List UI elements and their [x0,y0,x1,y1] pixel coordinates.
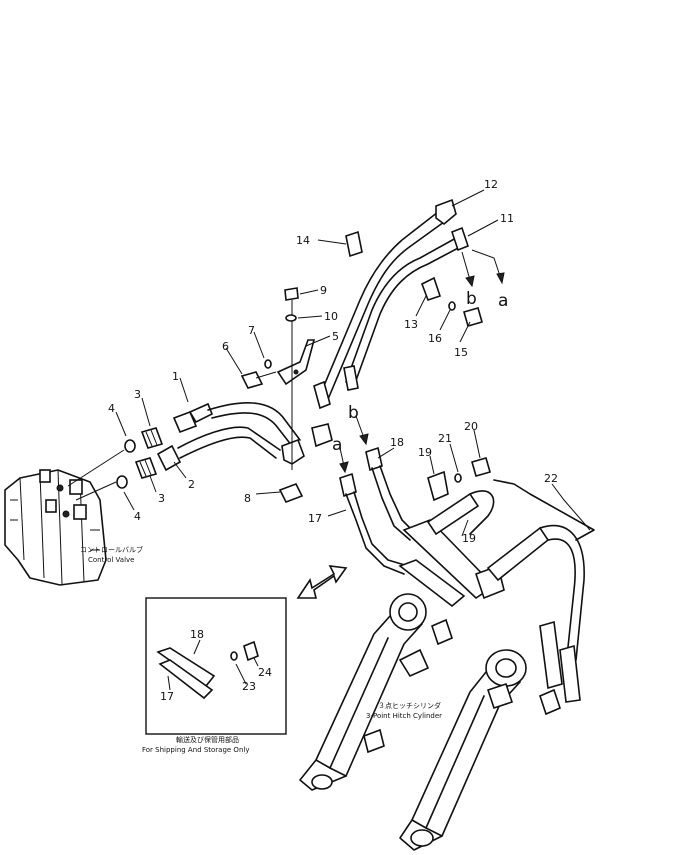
letter-a-mid: a [332,435,342,455]
callout-9: 9 [320,284,327,297]
long-tubes [313,211,463,410]
callout-21: 21 [438,432,452,445]
letter-b-top: b [466,289,477,309]
callout-1: 1 [172,370,179,383]
callout-3-upper: 3 [134,388,141,401]
callout-18: 18 [390,436,404,449]
callout-7: 7 [248,324,255,337]
leader-lines [115,189,591,691]
callout-17: 17 [308,512,322,525]
tee-block [398,519,505,608]
callout-6: 6 [222,340,229,353]
hose-1 [172,402,301,447]
hitch-cylinder-label-jp: ３点ヒッチシリンダ [378,701,441,710]
letter-a-top: a [498,291,508,311]
callout-19-lower: 19 [462,532,476,545]
o-ring-upper [124,439,136,453]
callout-5: 5 [332,330,339,343]
direction-arrow [296,565,348,599]
shipping-inset [145,597,287,735]
adapter-lower [134,457,158,479]
callout-15: 15 [454,346,468,359]
control-valve [4,469,107,586]
shipping-label-jp: 輸送及び保管用部品 [176,735,239,744]
callout-10: 10 [324,310,338,323]
callout-3-lower: 3 [158,492,165,505]
callout-2: 2 [188,478,195,491]
elbow-fitting-2 [311,423,333,448]
arrow-a-top [471,249,501,277]
elbow-fitting-1 [281,438,305,465]
callout-20: 20 [464,420,478,433]
callout-16: 16 [428,332,442,345]
bracket-5 [276,339,316,386]
bracket-19 [427,470,449,502]
hose-22 [493,479,595,703]
callout-13: 13 [404,318,418,331]
elbow-12 [435,198,457,226]
bolt-6 [240,371,264,389]
washer-10 [285,314,297,322]
bolt-15 [463,307,483,327]
control-valve-label-jp: コントロールバルブ [80,545,143,554]
inset-callout-18: 18 [190,628,204,641]
callout-19-upper: 19 [418,446,432,459]
clamp-8 [278,482,304,504]
callout-22: 22 [544,472,558,485]
o-ring-lower [116,475,128,489]
callout-14: 14 [296,234,310,247]
clamp-14 [345,230,363,258]
hose-19 [426,490,585,667]
callout-8: 8 [244,492,251,505]
callout-4-upper: 4 [108,402,115,415]
callout-11: 11 [500,212,514,225]
letter-b-mid: b [348,403,359,423]
adapter-upper [140,427,164,449]
hitch-cylinder-left [299,593,453,791]
callout-labels: 1 2 3 3 4 4 5 6 7 8 9 10 11 12 13 14 15 … [80,178,558,754]
hitch-cylinder-label-en: 3-Point Hitch Cylinder [366,712,442,720]
washer-16 [448,301,456,311]
arrow-b-mid [355,415,365,439]
hose-2 [156,426,281,472]
inset-callout-24: 24 [258,666,272,679]
clamp-13 [420,276,442,302]
arrow-b-top [461,251,471,281]
washer-7 [264,359,272,369]
pipe-17 [339,472,409,575]
bolt-9 [284,287,299,301]
pipe-18 [365,446,417,541]
control-valve-label-en: Control Valve [88,556,134,564]
inset-callout-23: 23 [242,680,256,693]
washer-21 [454,473,462,483]
hitch-cylinder-right [399,649,561,851]
shipping-label-en: For Shipping And Storage Only [142,746,249,754]
bolt-20 [471,457,491,477]
fitting-11 [451,226,469,252]
inset-callout-17: 17 [160,690,174,703]
callout-4-lower: 4 [134,510,141,523]
callout-12: 12 [484,178,498,191]
